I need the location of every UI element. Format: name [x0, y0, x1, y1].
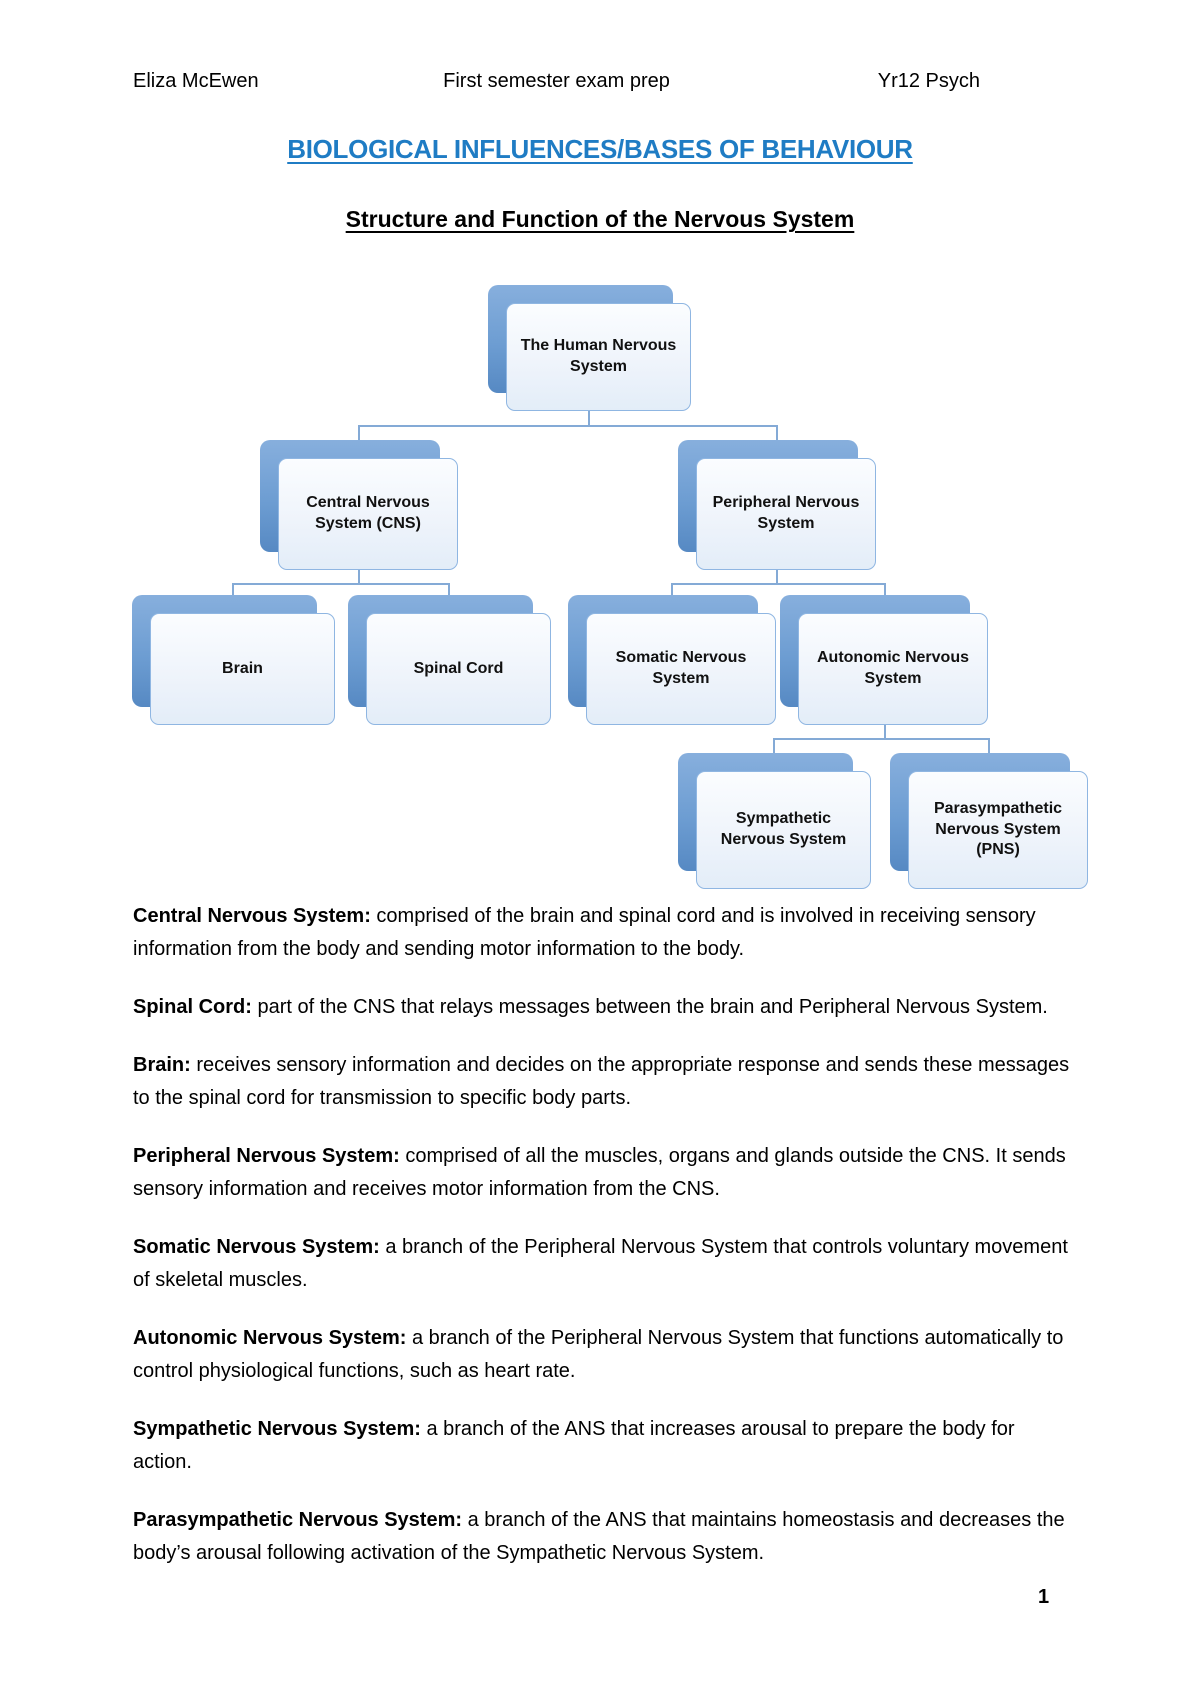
node-label: The Human Nervous System [506, 303, 691, 411]
definition-term: Central Nervous System: [133, 905, 371, 927]
definition-paragraph: Parasympathetic Nervous System: a branch… [133, 1504, 1073, 1570]
definition-text: part of the CNS that relays messages bet… [251, 996, 1048, 1018]
connector-line [884, 583, 886, 595]
definition-paragraph: Spinal Cord: part of the CNS that relays… [133, 991, 1073, 1024]
connector-line [232, 583, 234, 595]
definition-text: comprised of the brain and spinal cord a… [133, 905, 1036, 960]
header-subject: First semester exam prep [443, 70, 670, 92]
connector-line [232, 583, 450, 585]
connector-line [671, 583, 673, 595]
definition-paragraph: Peripheral Nervous System: comprised of … [133, 1140, 1073, 1206]
definition-term: Sympathetic Nervous System: [133, 1418, 421, 1440]
node-label: Peripheral Nervous System [696, 458, 876, 570]
definition-term: Spinal Cord: [133, 996, 252, 1018]
connector-line [776, 570, 778, 583]
node-label: Brain [150, 613, 335, 725]
node-label: Autonomic Nervous System [798, 613, 988, 725]
definition-paragraph: Autonomic Nervous System: a branch of th… [133, 1322, 1073, 1388]
definition-text: a branch of the ANS that maintains homeo… [133, 1509, 1065, 1564]
header-author: Eliza McEwen [133, 70, 259, 92]
page-number: 1 [1038, 1586, 1050, 1608]
definition-term: Brain: [133, 1054, 191, 1076]
connector-line [671, 583, 886, 585]
node-label: Central Nervous System (CNS) [278, 458, 458, 570]
header-class: Yr12 Psych [877, 70, 981, 92]
node-label: Sympathetic Nervous System [696, 771, 871, 889]
node-label: Parasympathetic Nervous System (PNS) [908, 771, 1088, 889]
connector-line [773, 738, 775, 753]
definition-paragraph: Somatic Nervous System: a branch of the … [133, 1231, 1073, 1297]
node-label: Spinal Cord [366, 613, 551, 725]
connector-line [588, 411, 590, 425]
definition-text: a branch of the ANS that increases arous… [133, 1418, 1015, 1473]
definition-text: comprised of all the muscles, organs and… [133, 1145, 1066, 1200]
connector-line [776, 425, 778, 440]
definition-text: a branch of the Peripheral Nervous Syste… [133, 1327, 1064, 1382]
definition-text: receives sensory information and decides… [133, 1054, 1070, 1109]
connector-line [358, 570, 360, 583]
connector-line [988, 738, 990, 753]
definition-term: Parasympathetic Nervous System: [133, 1509, 463, 1531]
connector-line [884, 725, 886, 738]
definition-paragraph: Brain: receives sensory information and … [133, 1049, 1073, 1115]
nervous-system-hierarchy-diagram: The Human Nervous System Central Nervous… [100, 265, 1100, 889]
definition-term: Peripheral Nervous System: [133, 1145, 400, 1167]
definitions-section: Central Nervous System: comprised of the… [133, 900, 1073, 1595]
definition-text: a branch of the Peripheral Nervous Syste… [133, 1236, 1068, 1291]
definition-term: Autonomic Nervous System: [133, 1327, 407, 1349]
definition-term: Somatic Nervous System: [133, 1236, 380, 1258]
connector-line [358, 425, 778, 427]
definition-paragraph: Sympathetic Nervous System: a branch of … [133, 1413, 1073, 1479]
section-heading: Structure and Function of the Nervous Sy… [345, 206, 855, 232]
connector-line [773, 738, 990, 740]
page-title: BIOLOGICAL INFLUENCES/BASES OF BEHAVIOUR [287, 134, 913, 164]
definition-paragraph: Central Nervous System: comprised of the… [133, 900, 1073, 966]
connector-line [448, 583, 450, 595]
connector-line [358, 425, 360, 440]
page-header: Eliza McEwen First semester exam prep Yr… [133, 70, 1075, 93]
node-label: Somatic Nervous System [586, 613, 776, 725]
